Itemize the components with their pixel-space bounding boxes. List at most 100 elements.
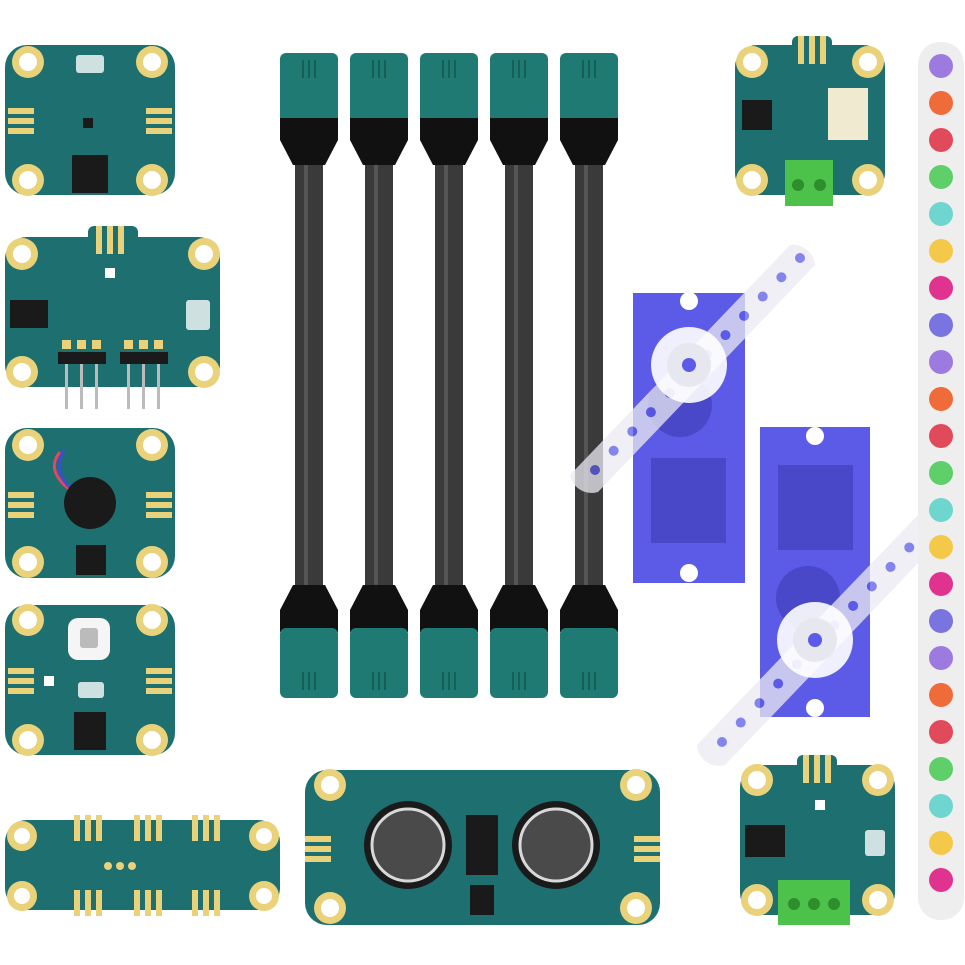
servo-motor-right [697, 427, 945, 766]
push-button-icon [186, 300, 210, 330]
led-icon [929, 646, 953, 670]
screw-terminal-icon [778, 880, 850, 925]
servo-mount-hole-icon [680, 564, 698, 582]
mounting-hole-icon [741, 764, 773, 796]
mounting-hole-icon [12, 429, 44, 461]
cable-connector-top [490, 53, 548, 123]
mounting-hole-icon [136, 429, 168, 461]
edge-connector-pads [74, 815, 220, 916]
push-button-icon [865, 830, 885, 856]
ic-chip [470, 885, 494, 915]
led-icon [929, 794, 953, 818]
edge-connector-pads [305, 836, 660, 862]
push-button-icon [78, 682, 104, 698]
led-icon [929, 683, 953, 707]
ultrasonic-transducer-right-icon [512, 801, 600, 889]
edge-connector-pads [8, 492, 172, 518]
led-icon [929, 276, 953, 300]
led-icon [929, 54, 953, 78]
button-module-board [5, 45, 175, 196]
servo-mount-hole-icon [680, 292, 698, 310]
light-sensor-module-board [5, 604, 175, 756]
edge-connector-pads [798, 36, 826, 64]
mounting-hole-icon [12, 724, 44, 756]
connector-cable [420, 53, 478, 698]
mounting-hole-icon [6, 238, 38, 270]
sensor-chip [83, 118, 93, 128]
servo-motor-left [570, 244, 815, 583]
connector-cable [350, 53, 408, 698]
mounting-hole-icon [620, 892, 652, 924]
connector-cable [280, 53, 338, 698]
mounting-hole-icon [249, 821, 279, 851]
led-icon [929, 202, 953, 226]
edge-connector-pads [803, 755, 831, 783]
cable-connector-bottom [350, 628, 408, 698]
mounting-hole-icon [736, 46, 768, 78]
ic-chip [745, 825, 785, 857]
connector-cables [280, 53, 618, 698]
cable-connector-bottom [280, 628, 338, 698]
edge-connector-pads [8, 668, 172, 694]
mounting-hole-icon [12, 46, 44, 78]
edge-connector-pads [8, 108, 172, 134]
led-icon [929, 239, 953, 263]
mounting-hole-icon [741, 884, 773, 916]
ic-chip [72, 155, 108, 193]
hub-strip-board [5, 815, 280, 916]
mounting-hole-icon [862, 884, 894, 916]
led-icon [929, 313, 953, 337]
ic-chip [10, 300, 48, 328]
led-icon [929, 720, 953, 744]
ic-chip [742, 100, 772, 130]
terminal-module-bottom-board [740, 755, 895, 925]
cable-connector-top [350, 53, 408, 123]
cable-connector-bottom [490, 628, 548, 698]
ultrasonic-sensor-board [305, 769, 660, 925]
led-icon [929, 535, 953, 559]
mounting-hole-icon [314, 769, 346, 801]
led-icon [929, 498, 953, 522]
led-icon [929, 387, 953, 411]
led-icon [929, 461, 953, 485]
cable-connector-top [280, 53, 338, 123]
connector-cable [560, 53, 618, 698]
vibration-motor-module-board [5, 428, 175, 578]
mounting-hole-icon [852, 164, 884, 196]
servo-mount-hole-icon [806, 699, 824, 717]
mounting-hole-icon [12, 604, 44, 636]
led-icon [929, 350, 953, 374]
terminal-module-top-board [735, 36, 885, 206]
cable-connector-bottom [560, 628, 618, 698]
ultrasonic-transducer-left-icon [364, 801, 452, 889]
mounting-hole-icon [862, 764, 894, 796]
led-icon [929, 609, 953, 633]
cable-connector-top [420, 53, 478, 123]
led-indicator [105, 268, 115, 278]
servo-mount-hole-icon [806, 427, 824, 445]
ic-chip [466, 815, 498, 875]
mounting-hole-icon [12, 164, 44, 196]
led-icon [929, 831, 953, 855]
connector-cable [490, 53, 548, 698]
mounting-hole-icon [7, 821, 37, 851]
led-icon [929, 91, 953, 115]
led-icon [929, 757, 953, 781]
led-icon [929, 572, 953, 596]
mounting-hole-icon [6, 356, 38, 388]
mounting-hole-icon [136, 164, 168, 196]
edge-connector-pads [96, 226, 124, 254]
vibration-motor-icon [64, 477, 116, 529]
cable-connector-bottom [420, 628, 478, 698]
mounting-hole-icon [7, 881, 37, 911]
mounting-hole-icon [249, 881, 279, 911]
led-indicator [815, 800, 825, 810]
ic-chip [74, 712, 106, 750]
mounting-hole-icon [136, 546, 168, 578]
pin-header-module-board [5, 226, 220, 409]
led-strip [929, 54, 953, 892]
mounting-hole-icon [136, 604, 168, 636]
push-button-icon [76, 55, 104, 73]
screw-terminal-icon [785, 160, 833, 206]
led-icon [929, 424, 953, 448]
